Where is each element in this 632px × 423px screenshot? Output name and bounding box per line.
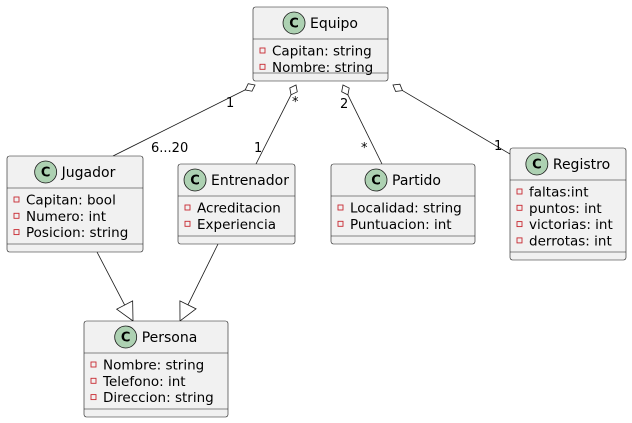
class-box [509,147,627,261]
private-visibility-icon [516,237,523,244]
class-name: Jugador [61,165,116,181]
private-visibility-icon [90,394,97,401]
private-visibility-icon [90,377,97,384]
attribute-label: derrotas: int [529,233,612,249]
private-visibility-icon [184,220,191,227]
attribute-label: Numero: int [26,209,106,225]
attribute-label: Capitan: bool [26,193,116,209]
attribute-label: Experiencia [197,217,276,233]
attribute-label: Nombre: string [272,60,373,76]
multiplicity-label: 2 [340,97,348,112]
private-visibility-icon [13,229,20,236]
multiplicity-label: * [361,141,368,156]
relation-jugador-persona [96,251,134,322]
class-badge-icon: C [183,168,207,192]
aggregation-diamond [392,83,404,92]
class-name: Entrenador [211,173,289,189]
relation-line [187,243,219,306]
class-badge-icon: C [114,325,138,349]
class-badge-letter: C [121,331,131,346]
multiplicity-label: 1 [254,141,262,156]
class-badge-letter: C [371,174,381,189]
class-badge-icon: C [364,168,388,192]
relation-entrenador-persona [179,243,219,322]
class-name: Partido [392,173,441,189]
aggregation-diamond [289,84,298,96]
attribute-label: victorias: int [529,217,613,233]
relation-line [96,251,126,306]
private-visibility-icon [259,63,266,70]
class-badge-icon: C [34,160,58,184]
aggregation-diamond [244,83,256,92]
attribute-label: Direccion: string [103,390,214,406]
relation-equipo-registro: 1 [392,83,511,155]
attribute-label: Capitan: string [272,44,372,60]
relation-line [255,94,292,165]
multiplicity-label: * [292,95,299,110]
attribute-label: faltas:int [529,185,589,201]
class-name: Equipo [310,16,358,32]
attribute-label: Telefono: int [102,374,186,390]
class-badge-letter: C [41,166,51,181]
private-visibility-icon [13,212,20,219]
relation-equipo-entrenador: *1 [254,84,299,165]
private-visibility-icon [259,47,266,54]
class-badge-icon: C [525,152,549,176]
multiplicity-label: 1 [494,139,502,154]
private-visibility-icon [516,204,523,211]
relation-equipo-jugador: 1 6...20 [112,83,256,157]
relation-equipo-partido: 2* [340,84,383,165]
private-visibility-icon [90,361,97,368]
inheritance-arrow [179,300,197,322]
private-visibility-icon [184,204,191,211]
attribute-label: Localidad: string [350,201,462,217]
inheritance-arrow [115,300,134,322]
private-visibility-icon [337,204,344,211]
private-visibility-icon [337,220,344,227]
attribute-label: Posicion: string [26,225,128,241]
relation-line [347,94,383,165]
attribute-label: Acreditacion [197,201,281,217]
relation-line [402,90,511,155]
class-box [177,163,296,245]
relation-line [112,89,246,157]
private-visibility-icon [516,221,523,228]
aggregation-diamond [341,84,350,96]
multiplicity-label: 1 [226,96,234,111]
class-badge-letter: C [190,174,200,189]
multiplicity-label: 6...20 [151,141,188,156]
class-name: Registro [553,157,610,173]
class-badge-icon: C [282,11,306,35]
class-name: Persona [142,330,198,346]
private-visibility-icon [516,188,523,195]
class-badge-letter: C [532,158,542,173]
attribute-label: Nombre: string [103,358,204,374]
class-badge-letter: C [289,17,299,32]
private-visibility-icon [13,196,20,203]
attribute-label: puntos: int [529,201,602,217]
attribute-label: Puntuacion: int [350,217,452,233]
